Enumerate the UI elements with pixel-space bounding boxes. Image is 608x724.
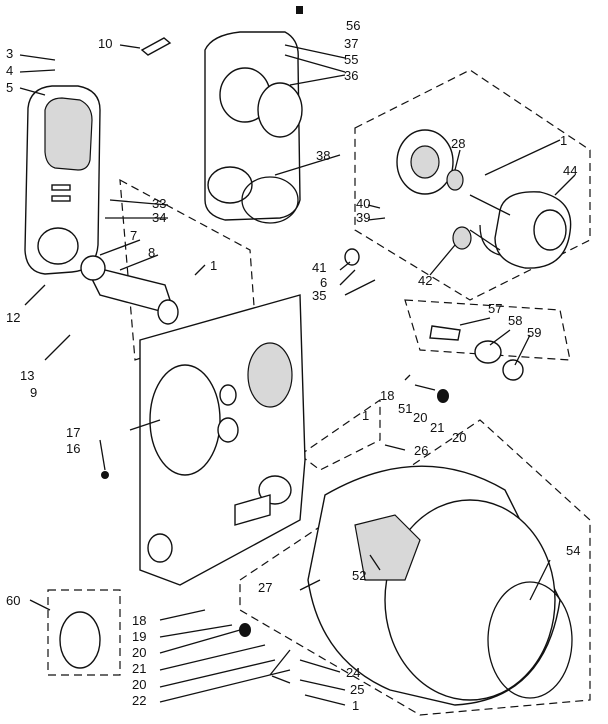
callout-22: 22: [132, 693, 146, 708]
callout-7: 7: [130, 228, 137, 243]
callout-1-bottom: 1: [352, 698, 359, 713]
callout-16: 16: [66, 441, 80, 456]
callout-44: 44: [563, 163, 577, 178]
callout-10: 10: [98, 36, 112, 51]
callout-1-lower: 1: [362, 408, 369, 423]
lamp-group: [429, 325, 524, 381]
leader-lines: [19, 44, 576, 706]
callout-52: 52: [352, 568, 366, 583]
hardware: [59, 11, 449, 684]
callout-12: 12: [6, 310, 20, 325]
callout-36: 36: [344, 68, 358, 83]
callout-18-upper: 18: [380, 388, 394, 403]
callout-20-lower-b: 20: [132, 677, 146, 692]
callout-37: 37: [344, 36, 358, 51]
callout-51: 51: [398, 401, 412, 416]
callout-3: 3: [6, 46, 13, 61]
rollers-outline: [298, 398, 381, 471]
callout-58: 58: [508, 313, 522, 328]
callout-21-lower: 21: [132, 661, 146, 676]
callout-20-upper-b: 20: [452, 430, 466, 445]
callout-13: 13: [20, 368, 34, 383]
callout-40: 40: [356, 196, 370, 211]
callout-33: 33: [152, 196, 166, 211]
callout-8: 8: [148, 245, 155, 260]
callout-28: 28: [451, 136, 465, 151]
motor-assembly: [396, 129, 572, 269]
callout-27: 27: [258, 580, 272, 595]
callout-1-top: 1: [560, 133, 567, 148]
callout-60: 60: [6, 593, 20, 608]
drum: [307, 465, 573, 706]
callout-20-lower-a: 20: [132, 645, 146, 660]
callout-6: 6: [320, 275, 327, 290]
callout-55: 55: [344, 52, 358, 67]
callout-19: 19: [132, 629, 146, 644]
callout-17: 17: [66, 425, 80, 440]
callout-26: 26: [414, 443, 428, 458]
belt-kit-outline: [47, 589, 121, 676]
callout-labels: 56 37 55 36 3 4 5 10 1 28 44 38 33 34 40…: [6, 18, 580, 713]
exhaust-duct: [80, 255, 179, 325]
callout-39: 39: [356, 210, 370, 225]
callout-38: 38: [316, 148, 330, 163]
callout-41: 41: [312, 260, 326, 275]
callout-57: 57: [488, 301, 502, 316]
callout-1-mid: 1: [210, 258, 217, 273]
callout-35: 35: [312, 288, 326, 303]
callout-25: 25: [350, 682, 364, 697]
callout-4: 4: [6, 63, 13, 78]
callout-5: 5: [6, 80, 13, 95]
callout-42: 42: [418, 273, 432, 288]
callout-59: 59: [527, 325, 541, 340]
callout-24: 24: [346, 665, 360, 680]
callout-21-upper: 21: [430, 420, 444, 435]
rear-panel: [139, 294, 306, 586]
lint-screen-10: [140, 37, 172, 56]
callout-20-upper-a: 20: [413, 410, 427, 425]
callout-9: 9: [30, 385, 37, 400]
callout-34: 34: [152, 210, 166, 225]
front-duct: [24, 85, 101, 275]
drum-group-outline: [239, 419, 591, 716]
callout-56: 56: [346, 18, 360, 33]
callout-54: 54: [566, 543, 580, 558]
blower-housing: [204, 6, 303, 224]
callout-18-lower: 18: [132, 613, 146, 628]
blower-group-outline: [354, 69, 591, 301]
